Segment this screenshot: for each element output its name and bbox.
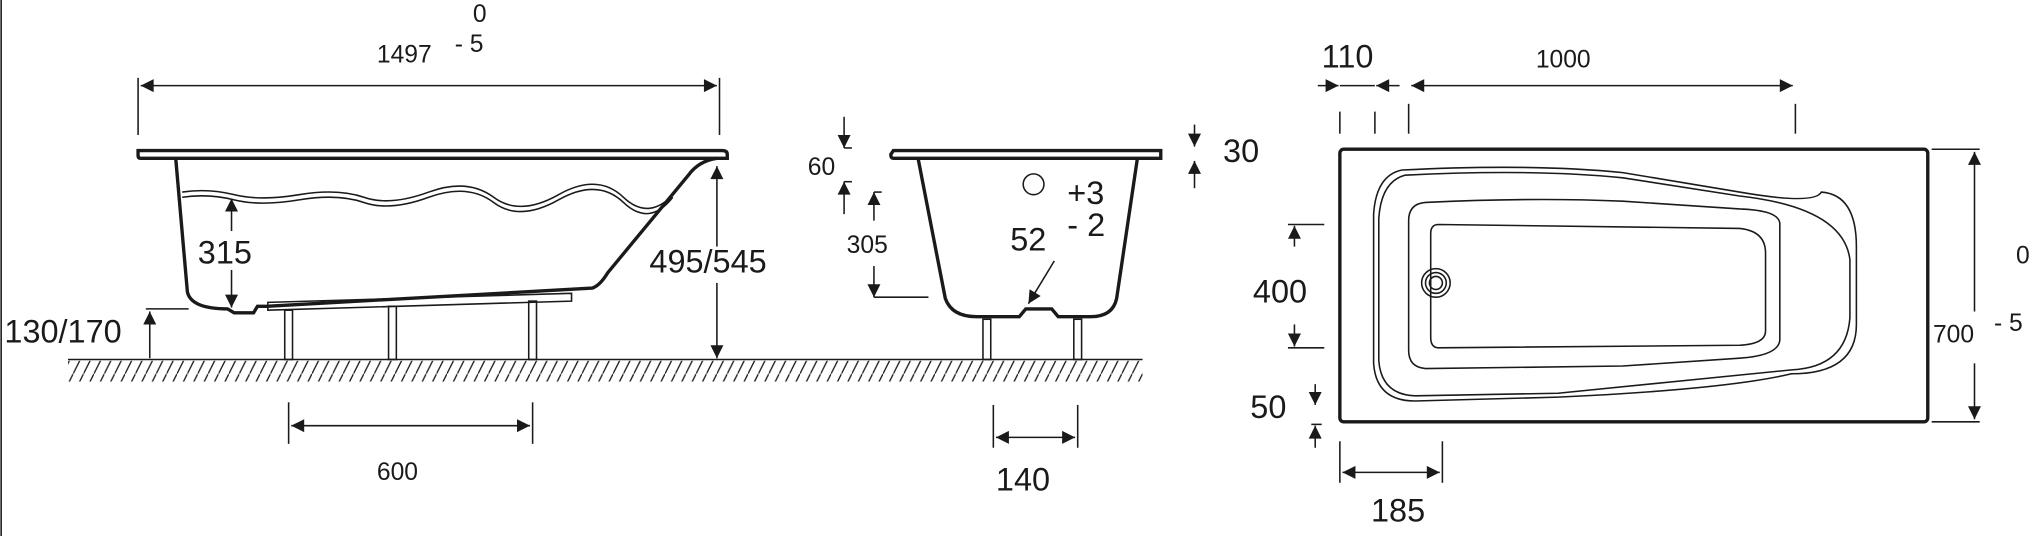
width-label: 700 [1933,322,1974,349]
bottom-margin-label: 50 [1250,389,1286,425]
drain-tol-upper: +3 [1067,175,1104,211]
rim-to-overflow-label: 60 [808,154,835,181]
inner-length-label: 1000 [1536,46,1591,73]
drain-top [1420,267,1451,298]
end-view: 60 305 30 +3 - 2 52 140 [808,116,1259,498]
side-view: 1497 0 - 5 315 495/545 130/170 600 [4,1,793,486]
tub-rim [136,148,729,161]
length-tol-upper: 0 [473,1,487,28]
width-tol-lower: - 5 [1994,310,2023,337]
top-view: 110 1000 700 0 - 5 400 50 185 [1250,38,2029,528]
length-label: 1497 [377,41,432,68]
water-depth-label: 315 [198,234,252,270]
drain-offset-label: 185 [1371,493,1425,529]
drain-diameter-label: 52 [1010,221,1046,257]
legs [283,300,538,361]
end-leg-spacing-label: 140 [996,462,1050,498]
rim-thickness-label: 30 [1223,133,1259,169]
total-height-label: 495/545 [649,244,766,280]
overflow-hole [1022,173,1045,196]
end-rim [889,148,1163,161]
overflow-height-label: 305 [847,232,888,259]
length-tol-lower: - 5 [455,31,484,58]
leg-height-label: 130/170 [4,314,121,350]
drain-tol-lower: - 2 [1067,207,1105,243]
water-line [182,183,676,210]
floor [67,358,1143,382]
support-frame [267,292,573,311]
tub-body-side [174,156,718,315]
leg-spacing-label: 600 [377,459,418,486]
offset-left-label: 110 [1322,38,1374,74]
tub-inner-rim [1372,166,1858,402]
tub-body-end [916,158,1140,319]
drain-zone-label: 400 [1253,273,1307,309]
tub-outline-top [1338,147,1930,424]
width-tol-upper: 0 [2016,242,2030,269]
